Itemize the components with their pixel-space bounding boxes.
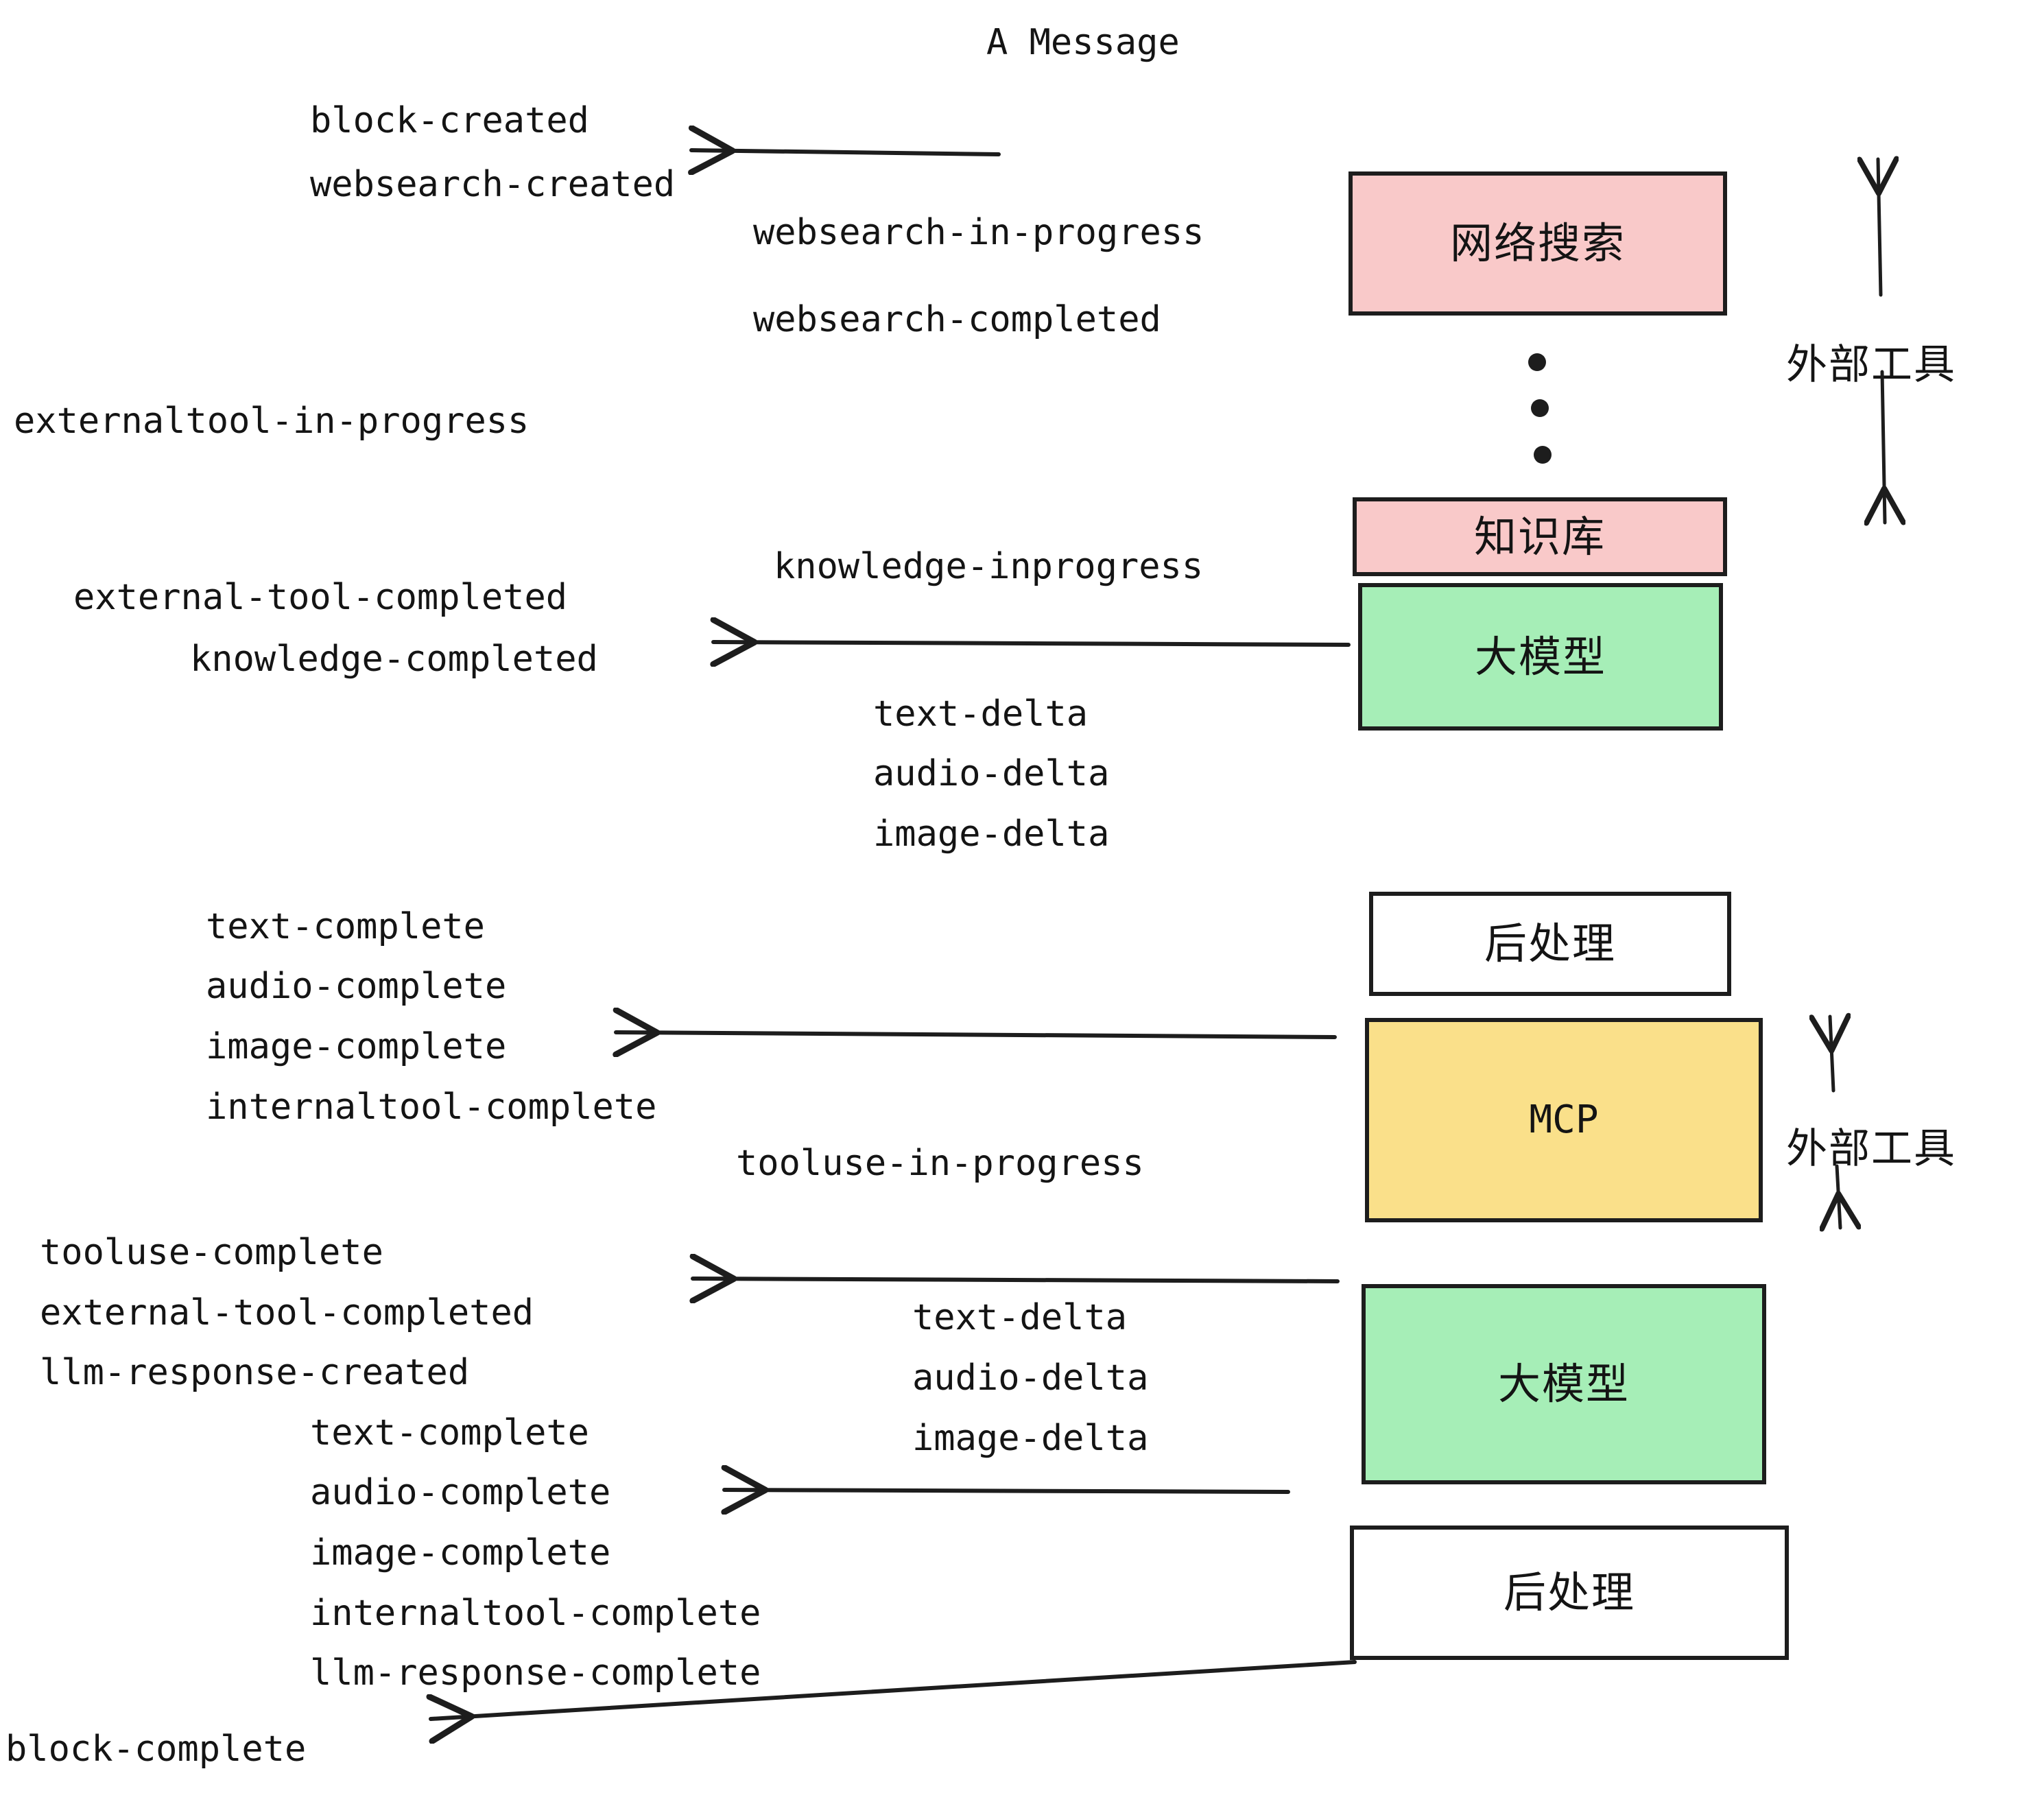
event-label: image-delta xyxy=(873,814,1110,855)
arrow-knowledge-completed xyxy=(713,642,1351,645)
node-label: 大模型 xyxy=(1497,1359,1630,1409)
event-label: knowledge-completed xyxy=(190,639,598,680)
node-box[interactable]: 网络搜索 xyxy=(1348,171,1727,316)
arrow-audio-complete xyxy=(724,1490,1290,1492)
event-label: audio-delta xyxy=(912,1357,1149,1399)
diagram-title: A Message xyxy=(986,22,1180,63)
ellipsis-dot xyxy=(1534,446,1552,464)
node-box[interactable]: 后处理 xyxy=(1350,1526,1789,1660)
node-label: 知识库 xyxy=(1473,511,1606,562)
node-box[interactable]: 知识库 xyxy=(1353,497,1727,576)
event-label: text-complete xyxy=(310,1412,589,1453)
arrow-tooluse-complete xyxy=(693,1279,1340,1281)
external-tool-label: 外部工具 xyxy=(1786,1125,1956,1173)
node-label: 后处理 xyxy=(1503,1567,1635,1617)
node-label: 网络搜索 xyxy=(1449,218,1626,268)
event-label: external-tool-completed xyxy=(40,1292,534,1333)
external-tool-bracket-mcp-down xyxy=(1837,1164,1840,1228)
event-label: llm-response-created xyxy=(40,1352,470,1393)
arrow-websearch-created xyxy=(691,150,1001,154)
node-box[interactable]: 后处理 xyxy=(1369,892,1731,996)
arrow-image-complete xyxy=(616,1032,1337,1037)
event-label: external-tool-completed xyxy=(73,577,568,618)
external-tool-label: 外部工具 xyxy=(1786,341,1956,389)
node-box[interactable]: 大模型 xyxy=(1358,583,1723,731)
event-label: tooluse-complete xyxy=(40,1232,383,1273)
event-label: text-delta xyxy=(873,693,1089,735)
event-label: tooluse-in-progress xyxy=(736,1143,1144,1184)
external-tool-bracket-top-up xyxy=(1878,159,1881,297)
event-label: llm-response-complete xyxy=(310,1652,761,1694)
event-label: websearch-created xyxy=(310,164,676,205)
ellipsis-dot xyxy=(1528,353,1546,371)
event-label: image-complete xyxy=(206,1026,507,1067)
event-label: audio-complete xyxy=(206,966,507,1007)
event-label: internaltool-complete xyxy=(206,1087,657,1128)
external-tool-bracket-mcp-up xyxy=(1830,1017,1833,1093)
node-box[interactable]: 大模型 xyxy=(1362,1284,1766,1484)
event-label: knowledge-inprogress xyxy=(774,546,1204,587)
event-label: block-complete xyxy=(5,1729,307,1770)
event-label: block-created xyxy=(310,100,589,141)
event-label: text-complete xyxy=(206,906,485,947)
external-tool-bracket-top-down xyxy=(1882,370,1885,523)
event-label: websearch-in-progress xyxy=(753,212,1204,253)
node-label: 后处理 xyxy=(1484,918,1616,969)
node-box[interactable]: MCP xyxy=(1365,1018,1763,1222)
event-label: audio-complete xyxy=(310,1472,611,1513)
event-label: externaltool-in-progress xyxy=(14,401,530,442)
event-label: image-complete xyxy=(310,1532,611,1574)
event-label: image-delta xyxy=(912,1418,1149,1459)
event-label: audio-delta xyxy=(873,753,1110,794)
event-label: websearch-completed xyxy=(753,299,1161,340)
event-label: internaltool-complete xyxy=(310,1593,761,1634)
node-label: 大模型 xyxy=(1474,631,1606,682)
event-label: text-delta xyxy=(912,1297,1128,1338)
node-label: MCP xyxy=(1529,1097,1599,1142)
ellipsis-dot xyxy=(1531,399,1549,417)
